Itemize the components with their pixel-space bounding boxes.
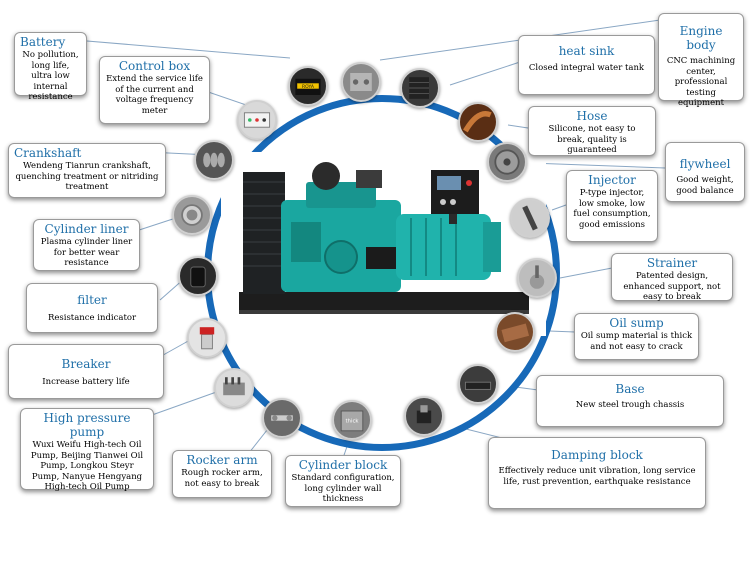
callout-damping-block-title: Damping block bbox=[551, 448, 643, 462]
callout-oil-sump-desc: Oil sump material is thick and not easy … bbox=[580, 331, 693, 352]
callout-damping-block-desc: Effectively reduce unit vibration, long … bbox=[498, 466, 696, 487]
callout-filter-title: filter bbox=[77, 293, 107, 307]
callout-rocker-arm-desc: Rough rocker arm, not easy to break bbox=[181, 468, 263, 489]
callout-breaker-title: Breaker bbox=[61, 357, 111, 371]
callout-base: Base New steel trough chassis bbox=[536, 375, 724, 427]
callout-control-box-desc: Extend the service life of the current a… bbox=[106, 74, 203, 116]
callout-battery-title: Battery bbox=[20, 35, 66, 49]
callout-injector-title: Injector bbox=[588, 173, 636, 187]
callout-oil-sump-title: Oil sump bbox=[609, 316, 664, 330]
callout-high-pressure-pump-desc: Wuxi Weifu High-tech Oil Pump, Beijing T… bbox=[30, 440, 144, 492]
callout-base-desc: New steel trough chassis bbox=[575, 400, 685, 410]
callout-injector: Injector P-type injector, low smoke, low… bbox=[566, 170, 658, 242]
injector-thumbnail bbox=[510, 198, 550, 238]
callout-cylinder-block-title: Cylinder block bbox=[298, 458, 388, 472]
callout-hose: Hose Silicone, not easy to break, qualit… bbox=[528, 106, 656, 156]
engine-body-thumbnail bbox=[341, 62, 381, 102]
callout-crankshaft-desc: Wendeng Tianrun crankshaft, quenching tr… bbox=[15, 161, 159, 192]
cylinder-block-thumbnail: thick bbox=[332, 400, 372, 440]
callout-strainer: Strainer Patented design, enhanced suppo… bbox=[611, 253, 733, 302]
callout-filter-desc: Resistance indicator bbox=[47, 313, 137, 323]
callout-engine-body: Engine body CNC machining center, profes… bbox=[658, 13, 744, 108]
hose-thumbnail bbox=[458, 102, 498, 142]
callout-heat-sink-desc: Closed integral water tank bbox=[528, 63, 645, 73]
callout-heat-sink: heat sink Closed integral water tank bbox=[518, 35, 655, 95]
callout-breaker-desc: Increase battery life bbox=[42, 377, 130, 387]
generator-photo: Jiangsu Kaichen Electric Power Equipment… bbox=[221, 152, 546, 336]
base-thumbnail bbox=[458, 364, 498, 404]
generator-illustration: Jiangsu Kaichen Electric Power Equipment… bbox=[221, 152, 546, 336]
callout-engine-body-desc: CNC machining center, professional testi… bbox=[666, 56, 736, 108]
callout-damping-block: Damping block Effectively reduce unit vi… bbox=[488, 437, 706, 509]
callout-hose-desc: Silicone, not easy to break, quality is … bbox=[548, 124, 636, 155]
callout-injector-desc: P-type injector, low smoke, low fuel con… bbox=[573, 188, 651, 230]
breaker-thumbnail bbox=[187, 318, 227, 358]
callout-oil-sump: Oil sump Oil sump material is thick and … bbox=[574, 313, 699, 360]
callout-flywheel-title: flywheel bbox=[679, 157, 731, 171]
callout-control-box-title: Control box bbox=[118, 59, 191, 73]
callout-rocker-arm-title: Rocker arm bbox=[186, 453, 258, 467]
callout-strainer-title: Strainer bbox=[646, 256, 698, 270]
strainer-thumbnail bbox=[517, 258, 557, 298]
callout-crankshaft-title: Crankshaft bbox=[14, 146, 82, 160]
callout-strainer-desc: Patented design, enhanced support, not e… bbox=[623, 271, 721, 302]
callout-cylinder-liner-title: Cylinder liner bbox=[44, 222, 129, 236]
callout-cylinder-liner-desc: Plasma cylinder liner for better wear re… bbox=[40, 237, 133, 268]
callout-control-box: Control box Extend the service life of t… bbox=[99, 56, 210, 124]
battery-thumbnail: ROYA bbox=[288, 66, 328, 106]
damping-block-thumbnail bbox=[404, 396, 444, 436]
callout-high-pressure-pump-title: High pressure pump bbox=[43, 411, 131, 439]
control-box-thumbnail bbox=[237, 100, 277, 140]
cylinder-liner-thumbnail bbox=[172, 195, 212, 235]
callout-base-title: Base bbox=[615, 382, 645, 396]
oil-sump-thumbnail bbox=[495, 312, 535, 352]
callout-flywheel-desc: Good weight, good balance bbox=[676, 175, 734, 196]
flywheel-thumbnail bbox=[487, 142, 527, 182]
watermark-text: Jiangsu Kaichen Electric Power Equipment… bbox=[271, 319, 494, 329]
callout-flywheel: flywheel Good weight, good balance bbox=[665, 142, 745, 202]
thick-label: thick bbox=[345, 419, 359, 425]
high-pressure-pump-thumbnail bbox=[214, 368, 254, 408]
callout-hose-title: Hose bbox=[576, 109, 608, 123]
callout-cylinder-block-desc: Standard configuration, long cylinder wa… bbox=[291, 473, 395, 504]
filter-thumbnail bbox=[178, 256, 218, 296]
callout-high-pressure-pump: High pressure pump Wuxi Weifu High-tech … bbox=[20, 408, 154, 492]
callout-engine-body-title: Engine body bbox=[679, 24, 723, 52]
callout-cylinder-block: Cylinder block Standard configuration, l… bbox=[285, 455, 401, 507]
battery-badge: ROYA bbox=[302, 84, 315, 90]
callout-crankshaft: Crankshaft Wendeng Tianrun crankshaft, q… bbox=[8, 143, 166, 198]
callout-battery-desc: No pollution, long life, ultra low inter… bbox=[22, 50, 79, 102]
callout-heat-sink-title: heat sink bbox=[558, 44, 615, 58]
callout-cylinder-liner: Cylinder liner Plasma cylinder liner for… bbox=[33, 219, 140, 271]
callout-battery: Battery No pollution, long life, ultra l… bbox=[14, 32, 87, 102]
callout-rocker-arm: Rocker arm Rough rocker arm, not easy to… bbox=[172, 450, 272, 498]
callout-breaker: Breaker Increase battery life bbox=[8, 344, 164, 399]
callout-filter: filter Resistance indicator bbox=[26, 283, 158, 333]
crankshaft-thumbnail bbox=[194, 140, 234, 180]
heat-sink-thumbnail bbox=[400, 68, 440, 108]
rocker-arm-thumbnail bbox=[262, 398, 302, 438]
